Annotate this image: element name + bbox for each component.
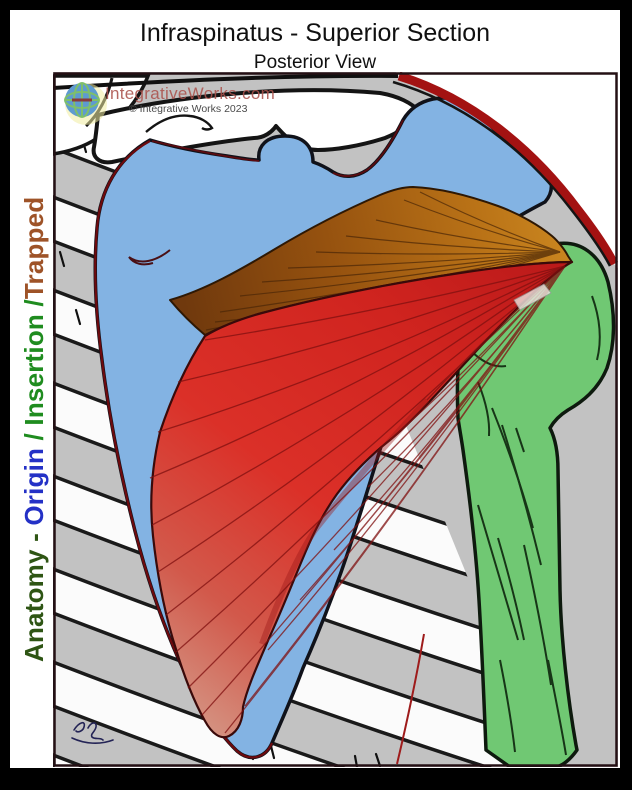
humerus-fiber-lines bbox=[469, 295, 601, 756]
side-label-slash1: / bbox=[19, 425, 49, 448]
figure-border bbox=[53, 72, 618, 767]
side-label-anatomy: Anatomy bbox=[19, 549, 49, 662]
humerus-shape bbox=[455, 241, 616, 767]
anatomy-illustration bbox=[53, 72, 618, 767]
infraspinatus-fibers bbox=[149, 265, 566, 734]
side-label-origin: Origin bbox=[19, 447, 49, 526]
tendon-highlight bbox=[513, 283, 552, 311]
page-title: Infraspinatus - Superior Section bbox=[139, 19, 491, 47]
scapula-spine-hook-line bbox=[128, 249, 171, 266]
watermark-logo bbox=[64, 82, 107, 125]
anatomy-figure bbox=[53, 72, 618, 767]
paper-background: Infraspinatus - Superior Section Posteri… bbox=[10, 10, 620, 768]
watermark-brand: IntegrativeWorks.com bbox=[105, 84, 276, 103]
side-label-dash: - bbox=[19, 525, 49, 550]
corner-white-area bbox=[396, 72, 618, 268]
shoulder-arc-inner-line bbox=[392, 80, 612, 267]
page-subtitle: Posterior View bbox=[253, 52, 377, 73]
scapula-spine-maroon-line bbox=[151, 119, 404, 177]
side-label-insertion: Insertion bbox=[19, 314, 49, 426]
clavicle-detail-line bbox=[145, 114, 214, 133]
side-label-slash2: / bbox=[19, 299, 49, 314]
watermark-copyright: © Integrative Works 2023 bbox=[129, 103, 248, 115]
shoulder-arc bbox=[397, 72, 618, 267]
side-label-trapped: Trapped bbox=[19, 196, 49, 300]
side-label: Anatomy - Origin / Insertion /Trapped bbox=[19, 197, 50, 662]
artist-signature bbox=[71, 721, 114, 744]
muscle-outline-line bbox=[396, 633, 425, 765]
